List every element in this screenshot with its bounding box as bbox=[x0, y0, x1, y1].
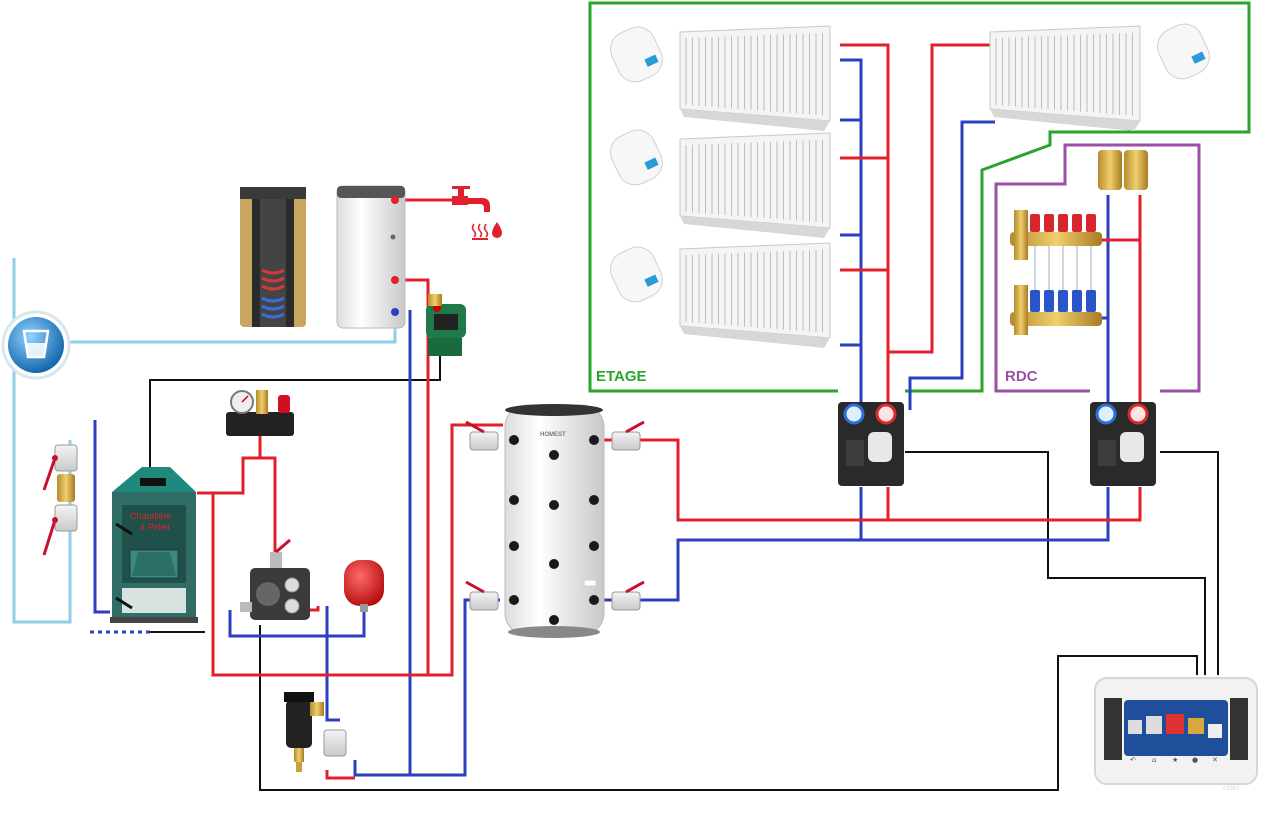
supply-pipes bbox=[197, 43, 1142, 780]
expansion-vessel bbox=[344, 560, 384, 612]
pellet-boiler: Chaudière à Pellet bbox=[110, 467, 198, 623]
cold-water-supply-icon bbox=[1, 310, 71, 380]
radiator bbox=[679, 25, 831, 131]
buffer-tank: HOMEST bbox=[504, 404, 605, 638]
loading-unit bbox=[240, 538, 310, 620]
thermostatic-valve-icon bbox=[610, 23, 1210, 303]
hot-water-icon bbox=[471, 222, 502, 240]
radiators bbox=[679, 25, 1141, 348]
ball-valve-bottom bbox=[42, 504, 78, 556]
radiator bbox=[989, 25, 1141, 131]
return-pipes bbox=[93, 58, 1110, 777]
hot-water-tank bbox=[336, 185, 406, 329]
svg-text:★: ★ bbox=[1172, 756, 1178, 764]
svg-text:HOMEST: HOMEST bbox=[540, 432, 566, 438]
signal-wiring bbox=[149, 355, 1219, 791]
hot-water-tank-cutaway bbox=[240, 187, 306, 327]
svg-text:⌂: ⌂ bbox=[1152, 756, 1156, 764]
zone-rdc-label: RDC bbox=[1005, 368, 1038, 385]
circulator-pump bbox=[426, 294, 466, 356]
boiler-label-line2: à Pellet bbox=[140, 522, 171, 532]
underfloor-manifold bbox=[1010, 150, 1148, 335]
controller-brand: CEMA bbox=[1222, 786, 1240, 792]
zone-etage-label: ETAGE bbox=[596, 368, 647, 385]
check-valve bbox=[57, 474, 75, 502]
svg-text:✕: ✕ bbox=[1212, 756, 1218, 764]
ball-valve-top bbox=[42, 444, 78, 491]
control-unit: ↶ ⌂ ★ ● ✕ CEMA bbox=[1094, 677, 1258, 792]
safety-group bbox=[226, 390, 294, 458]
buffer-valves bbox=[465, 420, 645, 611]
svg-text:↶: ↶ bbox=[1130, 756, 1136, 764]
radiator bbox=[679, 132, 831, 238]
dirt-separator bbox=[284, 692, 347, 772]
water-tap-icon bbox=[452, 186, 490, 212]
radiator bbox=[679, 242, 831, 348]
boiler-label-line1: Chaudière bbox=[130, 511, 172, 521]
zone-rdc-border bbox=[994, 143, 1201, 393]
pump-groups bbox=[838, 402, 1156, 486]
zone-etage-border bbox=[588, 1, 1251, 393]
svg-text:●: ● bbox=[1192, 756, 1198, 764]
